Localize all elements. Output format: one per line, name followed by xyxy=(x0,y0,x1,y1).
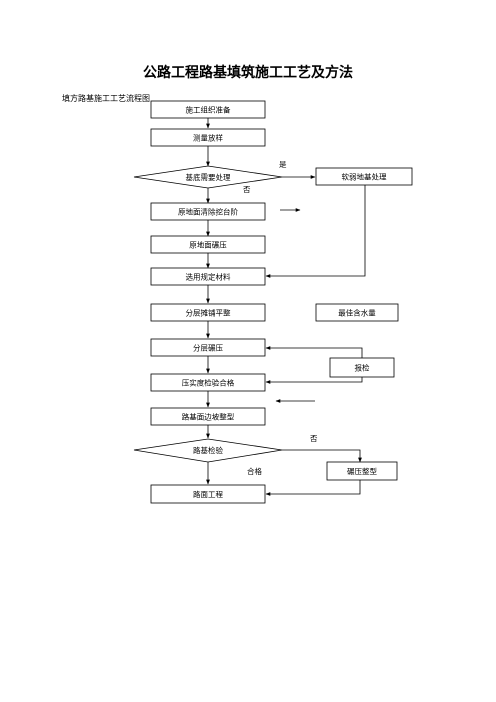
node-label-n3: 原地面清除挖台阶 xyxy=(178,207,238,217)
node-label-n4: 原地面碾压 xyxy=(189,240,227,250)
node-label-s2: 最佳含水量 xyxy=(338,308,376,318)
node-box-n4 xyxy=(150,235,266,254)
node-box-s4 xyxy=(326,461,398,481)
node-label-n5: 选用规定材料 xyxy=(186,272,231,282)
node-label-n7: 分层碾压 xyxy=(193,344,223,353)
node-box-s2 xyxy=(315,303,399,322)
node-label-n2: 测量放样 xyxy=(193,133,223,143)
branch-label-yes1: 是 xyxy=(279,160,287,169)
node-box-n10 xyxy=(150,484,266,504)
node-box-n6 xyxy=(150,303,266,322)
node-label-s4: 碾压整型 xyxy=(347,466,377,476)
node-label-s1: 软弱地基处理 xyxy=(342,172,387,182)
branch-label-ok2: 合格 xyxy=(247,466,262,476)
node-box-n9 xyxy=(150,407,266,426)
node-label-n1: 施工组织准备 xyxy=(186,105,231,115)
node-label-n10: 路面工程 xyxy=(193,489,223,499)
node-label-n6: 分层摊铺平整 xyxy=(186,308,231,318)
decision-box-d2 xyxy=(133,438,283,463)
node-box-n8 xyxy=(150,373,266,392)
arrow-s3-n7 xyxy=(265,346,363,358)
arrow-s3-n8 xyxy=(265,377,363,384)
node-box-n5 xyxy=(150,267,266,286)
page-subtitle: 填方路基施工工艺流程图 xyxy=(62,94,150,103)
decision-label-d2: 路基检验 xyxy=(193,445,223,455)
arrow-d2-s4 xyxy=(282,449,362,463)
decision-label-d1: 基底需要处理 xyxy=(186,172,231,182)
node-label-s3: 报检 xyxy=(355,363,370,373)
page-title: 公路工程路基填筑施工工艺及方法 xyxy=(143,65,353,81)
decision-box-d1 xyxy=(133,165,283,189)
node-box-s3 xyxy=(329,357,395,378)
arrow-s4-n10 xyxy=(265,480,361,496)
node-box-n7 xyxy=(150,338,266,357)
node-label-n8: 压实度检验合格 xyxy=(182,378,235,388)
node-box-n2 xyxy=(150,128,266,147)
branch-label-no2: 否 xyxy=(310,434,318,443)
branch-label-no1: 否 xyxy=(243,185,251,194)
arrow-s1-n5 xyxy=(265,185,366,278)
node-box-s1 xyxy=(315,167,413,186)
node-box-n3 xyxy=(150,202,266,221)
node-label-n9: 路基面边坡整型 xyxy=(182,412,235,422)
node-box-n1 xyxy=(150,100,266,119)
